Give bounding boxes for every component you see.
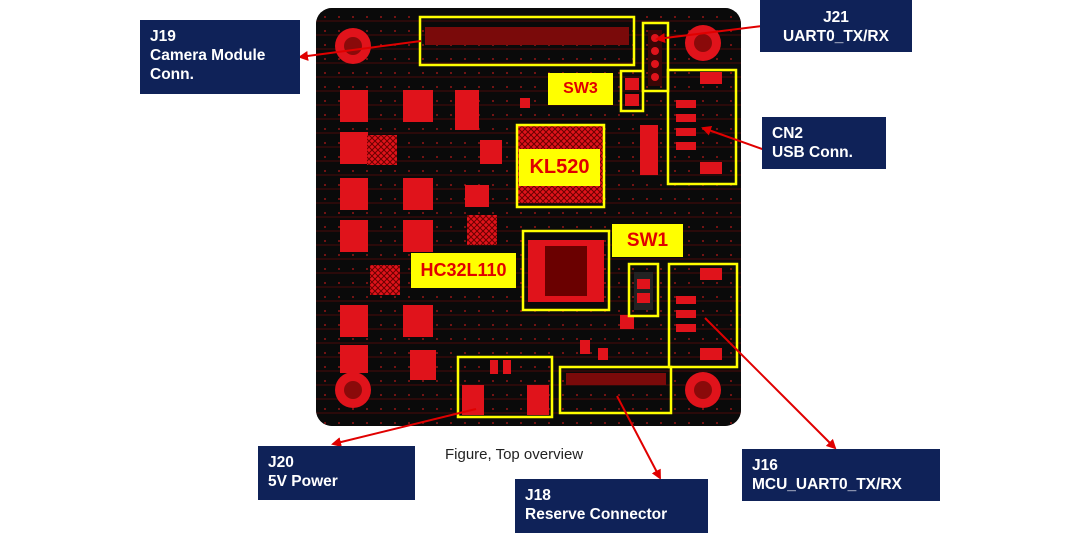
callout-desc-2: Conn. xyxy=(150,66,194,83)
callout-j16: J16 MCU_UART0_TX/RX xyxy=(742,449,940,501)
callout-desc: USB Conn. xyxy=(772,144,853,161)
hc32l110-label: HC32L110 xyxy=(411,253,516,288)
callout-ref: J16 xyxy=(752,457,778,474)
connector-details xyxy=(425,27,722,415)
sw1-label: SW1 xyxy=(612,224,683,257)
callout-ref: J21 xyxy=(823,9,849,26)
callout-desc: UART0_TX/RX xyxy=(783,28,889,45)
arrow-cn2 xyxy=(701,125,766,151)
callout-cn2: CN2 USB Conn. xyxy=(762,117,886,169)
arrow-j20 xyxy=(331,408,477,447)
mounting-holes xyxy=(335,25,721,408)
figure-caption: Figure, Top overview xyxy=(445,446,584,463)
arrow-j16 xyxy=(704,317,837,450)
callout-desc: Reserve Connector xyxy=(525,506,668,523)
callout-j20: J20 5V Power xyxy=(258,446,415,500)
callout-desc: Camera Module xyxy=(150,47,266,64)
callout-desc: 5V Power xyxy=(268,473,338,490)
kl520-label: KL520 xyxy=(519,149,600,186)
arrow-j19 xyxy=(298,40,422,61)
arrow-j18 xyxy=(616,395,661,480)
callout-ref: J18 xyxy=(525,487,551,504)
callout-ref: J20 xyxy=(268,454,294,471)
callout-ref: CN2 xyxy=(772,125,804,142)
passive-components xyxy=(340,90,658,380)
arrow-j21 xyxy=(655,25,763,43)
callout-j18: J18 Reserve Connector xyxy=(515,479,708,533)
callout-desc: MCU_UART0_TX/RX xyxy=(752,476,902,493)
callout-j21: J21 UART0_TX/RX xyxy=(760,0,912,52)
callout-j19: J19 Camera Module Conn. xyxy=(140,20,300,94)
callout-ref: J19 xyxy=(150,28,176,45)
callout-arrows xyxy=(298,25,837,480)
sw3-label: SW3 xyxy=(548,73,613,105)
